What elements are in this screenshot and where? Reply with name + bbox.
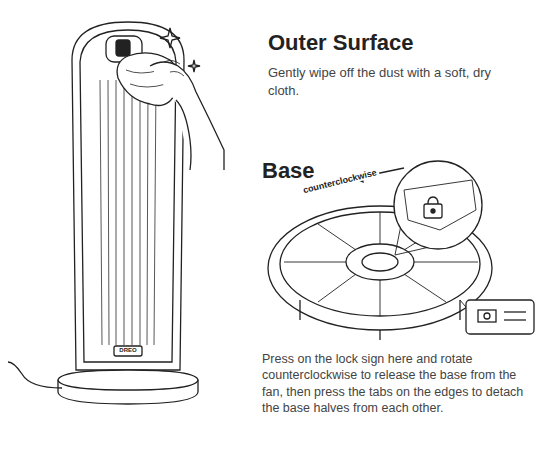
lock-callout xyxy=(394,161,482,249)
fan-base xyxy=(58,370,198,404)
tab-slot xyxy=(504,311,526,312)
fan-base-rim xyxy=(58,380,198,390)
tab-button xyxy=(484,313,490,319)
sparkle xyxy=(188,60,200,72)
tab-slot xyxy=(504,319,526,320)
base-hub xyxy=(346,244,414,280)
tab xyxy=(478,310,496,322)
brand-logo: DREO xyxy=(115,347,141,354)
base-hub-inner xyxy=(362,253,398,271)
instruction-text: Press on the lock sign here and rotate c… xyxy=(262,351,534,416)
tab-callout xyxy=(466,300,534,334)
sparkle xyxy=(160,28,180,48)
lock-keyhole xyxy=(431,209,435,213)
base-edge xyxy=(300,300,460,340)
lock-shackle xyxy=(428,197,438,204)
section-heading: Outer Surface xyxy=(268,30,528,55)
hand xyxy=(150,62,224,170)
display-digits xyxy=(116,40,130,56)
fan-grille xyxy=(100,80,156,345)
logo-plate xyxy=(114,346,142,356)
lock-sign xyxy=(424,204,442,218)
lock-detail xyxy=(404,180,476,230)
power-cord xyxy=(8,362,62,388)
instruction-text: Gently wipe off the dust with a soft, dr… xyxy=(268,64,508,99)
fingers xyxy=(164,60,184,76)
